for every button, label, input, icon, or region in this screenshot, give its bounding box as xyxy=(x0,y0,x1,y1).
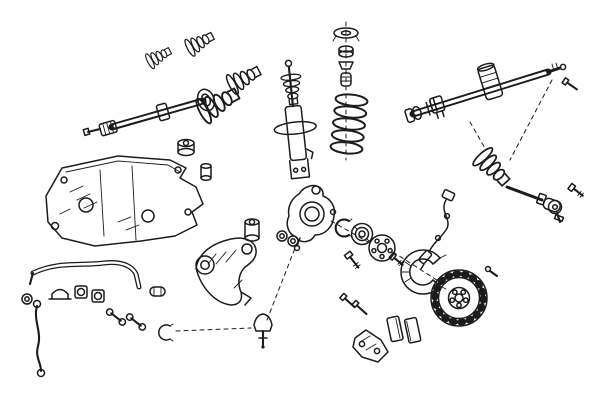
assembly-guide-lines xyxy=(175,21,553,332)
stabilizer-bar xyxy=(28,260,142,290)
abs-sensor xyxy=(418,189,456,270)
control-arm-bushing xyxy=(244,218,260,242)
subframe-mount-sleeve xyxy=(200,163,212,181)
wheel-bearing xyxy=(350,222,374,246)
washer-icon xyxy=(21,293,33,305)
strut-bearing xyxy=(338,45,354,58)
tie-rod-end-bolt xyxy=(567,182,584,198)
hub-bolt xyxy=(388,252,404,266)
stabilizer-clamp xyxy=(48,288,72,300)
coil-spring xyxy=(329,93,369,155)
rack-mounting-clamp xyxy=(428,95,446,120)
ball-joint xyxy=(253,313,273,349)
snap-ring xyxy=(334,218,353,238)
pinch-bolt xyxy=(343,250,361,270)
tie-rod-end xyxy=(542,197,565,224)
spacer-sleeve xyxy=(149,286,166,297)
strut-top-mount xyxy=(332,27,360,42)
steering-bellow-boot xyxy=(470,144,517,192)
steering-rack xyxy=(404,62,578,123)
brake-disc xyxy=(430,269,488,327)
drive-shaft xyxy=(82,88,216,137)
bump-stop xyxy=(340,72,352,87)
steering-knuckle xyxy=(286,184,337,252)
cv-boot-small-icon xyxy=(143,42,175,71)
wheel-hub xyxy=(368,234,396,262)
rack-bushing xyxy=(411,105,423,121)
caliper-guide-bolts xyxy=(339,292,368,316)
subframe-crossmember xyxy=(45,155,204,247)
stabilizer-bushing xyxy=(91,289,105,303)
shock-strut xyxy=(273,59,317,180)
spring-support-cup xyxy=(338,61,354,70)
tie-rod xyxy=(505,185,547,206)
washer-pair-icon xyxy=(276,230,299,247)
caliper-carrier xyxy=(352,329,389,363)
stabilizer-end-link xyxy=(32,299,46,378)
subframe-bushing xyxy=(177,138,195,157)
retaining-clip xyxy=(158,323,174,342)
control-arm xyxy=(195,237,257,306)
cv-boot-icon xyxy=(182,26,218,58)
disc-retaining-screw xyxy=(484,265,499,278)
stabilizer-link xyxy=(125,313,147,331)
stabilizer-link xyxy=(105,308,127,326)
brake-pads xyxy=(386,315,422,344)
stabilizer-bushing xyxy=(74,285,88,299)
